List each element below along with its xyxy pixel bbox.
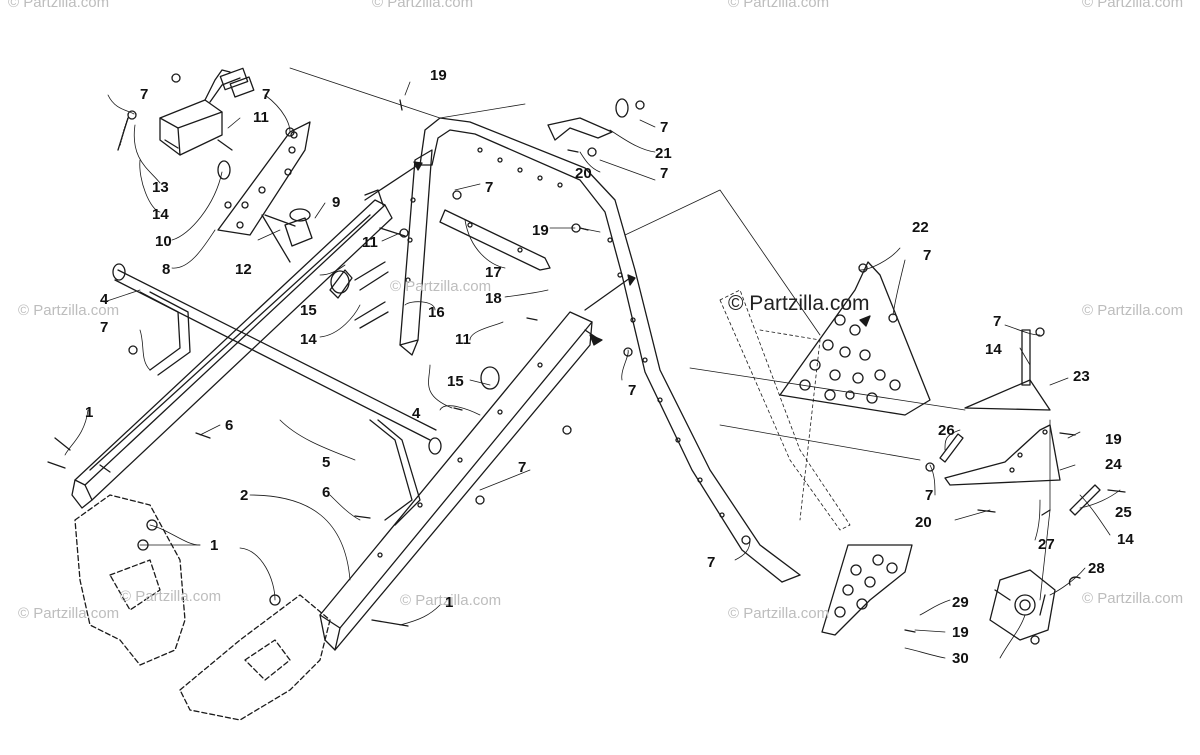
callout-17: 17: [485, 264, 502, 281]
callout-7: 7: [140, 86, 149, 103]
watermark-bottom-left: © Partzilla.com: [18, 605, 120, 622]
crossbar-tube: [113, 264, 441, 525]
watermark-inner-1: © Partzilla.com: [390, 278, 492, 295]
callout-8: 8: [162, 261, 171, 278]
direction-arrows: [365, 162, 635, 310]
watermark-center: © Partzilla.com: [728, 292, 870, 315]
callout-7: 7: [628, 382, 637, 399]
callout-23: 23: [1073, 368, 1090, 385]
callout-14: 14: [1117, 531, 1134, 548]
callout-11: 11: [253, 109, 269, 126]
mounting-bracket: [218, 122, 310, 235]
callout-20: 20: [575, 165, 592, 182]
callout-18: 18: [485, 290, 502, 307]
callout-7: 7: [262, 86, 271, 103]
perforated-plate-lower: [822, 545, 912, 635]
control-module: [118, 68, 254, 155]
callout-7: 7: [923, 247, 932, 264]
callout-25: 25: [1115, 504, 1132, 521]
callout-30: 30: [952, 650, 969, 667]
callout-19: 19: [532, 222, 549, 239]
callout-6: 6: [225, 417, 234, 434]
callout-7: 7: [707, 554, 716, 571]
callout-4: 4: [100, 291, 109, 308]
side-bracket: [940, 330, 1100, 515]
motor-part: [265, 209, 312, 246]
perforated-plate-upper: [780, 262, 930, 415]
callout-7: 7: [993, 313, 1002, 330]
callout-16: 16: [428, 304, 445, 321]
callout-7: 7: [100, 319, 109, 336]
watermark-bottom-center: © Partzilla.com: [400, 592, 502, 609]
callout-7: 7: [518, 459, 527, 476]
watermark-top-center: © Partzilla.com: [372, 0, 474, 11]
callout-29: 29: [952, 594, 969, 611]
hex-nuts: [128, 101, 1044, 644]
callout-7: 7: [925, 487, 934, 504]
leader-lines: [65, 68, 1120, 658]
housing-part: [990, 570, 1080, 640]
watermark-top-right-1: © Partzilla.com: [728, 0, 830, 11]
callout-20: 20: [915, 514, 932, 531]
callout-14: 14: [300, 331, 317, 348]
callout-6: 6: [322, 484, 331, 501]
callout-27: 27: [1038, 536, 1055, 553]
callout-14: 14: [152, 206, 169, 223]
callout-19: 19: [1105, 431, 1122, 448]
watermark-mid-left: © Partzilla.com: [18, 302, 120, 319]
callout-24: 24: [1105, 456, 1122, 473]
watermark-bottom-right-1: © Partzilla.com: [728, 605, 830, 622]
callout-9: 9: [332, 194, 341, 211]
triangle-plate: [965, 380, 1050, 410]
callout-21: 21: [655, 145, 672, 162]
callout-11: 11: [362, 234, 378, 251]
watermark-mid-right: © Partzilla.com: [1082, 302, 1184, 319]
callout-15: 15: [447, 373, 464, 390]
callout-5: 5: [322, 454, 331, 471]
lower-channel-rail: [320, 312, 602, 650]
callout-7: 7: [660, 165, 669, 182]
roll-bar: [420, 118, 800, 582]
callout-19: 19: [952, 624, 969, 641]
vertical-bracket: [400, 150, 432, 355]
callout-10: 10: [155, 233, 172, 250]
callout-12: 12: [235, 261, 252, 278]
callout-7: 7: [660, 119, 669, 136]
frame-mount-right: [180, 595, 330, 720]
callout-1: 1: [85, 404, 94, 421]
watermark-bottom-right-2: © Partzilla.com: [1082, 590, 1184, 607]
callout-13: 13: [152, 179, 169, 196]
callout-7: 7: [485, 179, 494, 196]
upper-rail: [72, 190, 392, 508]
callout-3: 2: [240, 487, 249, 504]
callout-15: 15: [300, 302, 317, 319]
callout-26: 26: [938, 422, 955, 439]
phantom-outlines: [720, 290, 850, 530]
watermark-top-right-2: © Partzilla.com: [1082, 0, 1184, 11]
watermark-inner-2: © Partzilla.com: [120, 588, 222, 605]
callout-2: 1: [210, 537, 219, 554]
callout-22: 22: [912, 219, 929, 236]
callout-4: 4: [412, 405, 421, 422]
small-brackets: [330, 99, 628, 389]
callout-1: 1: [445, 594, 454, 611]
callout-19: 19: [430, 67, 447, 84]
bolts: [48, 100, 1125, 632]
callout-14: 14: [985, 341, 1002, 358]
callout-11: 11: [455, 331, 471, 348]
callout-28: 28: [1088, 560, 1105, 577]
frame-mount-left: [75, 495, 185, 665]
watermark-top-left: © Partzilla.com: [8, 0, 110, 11]
